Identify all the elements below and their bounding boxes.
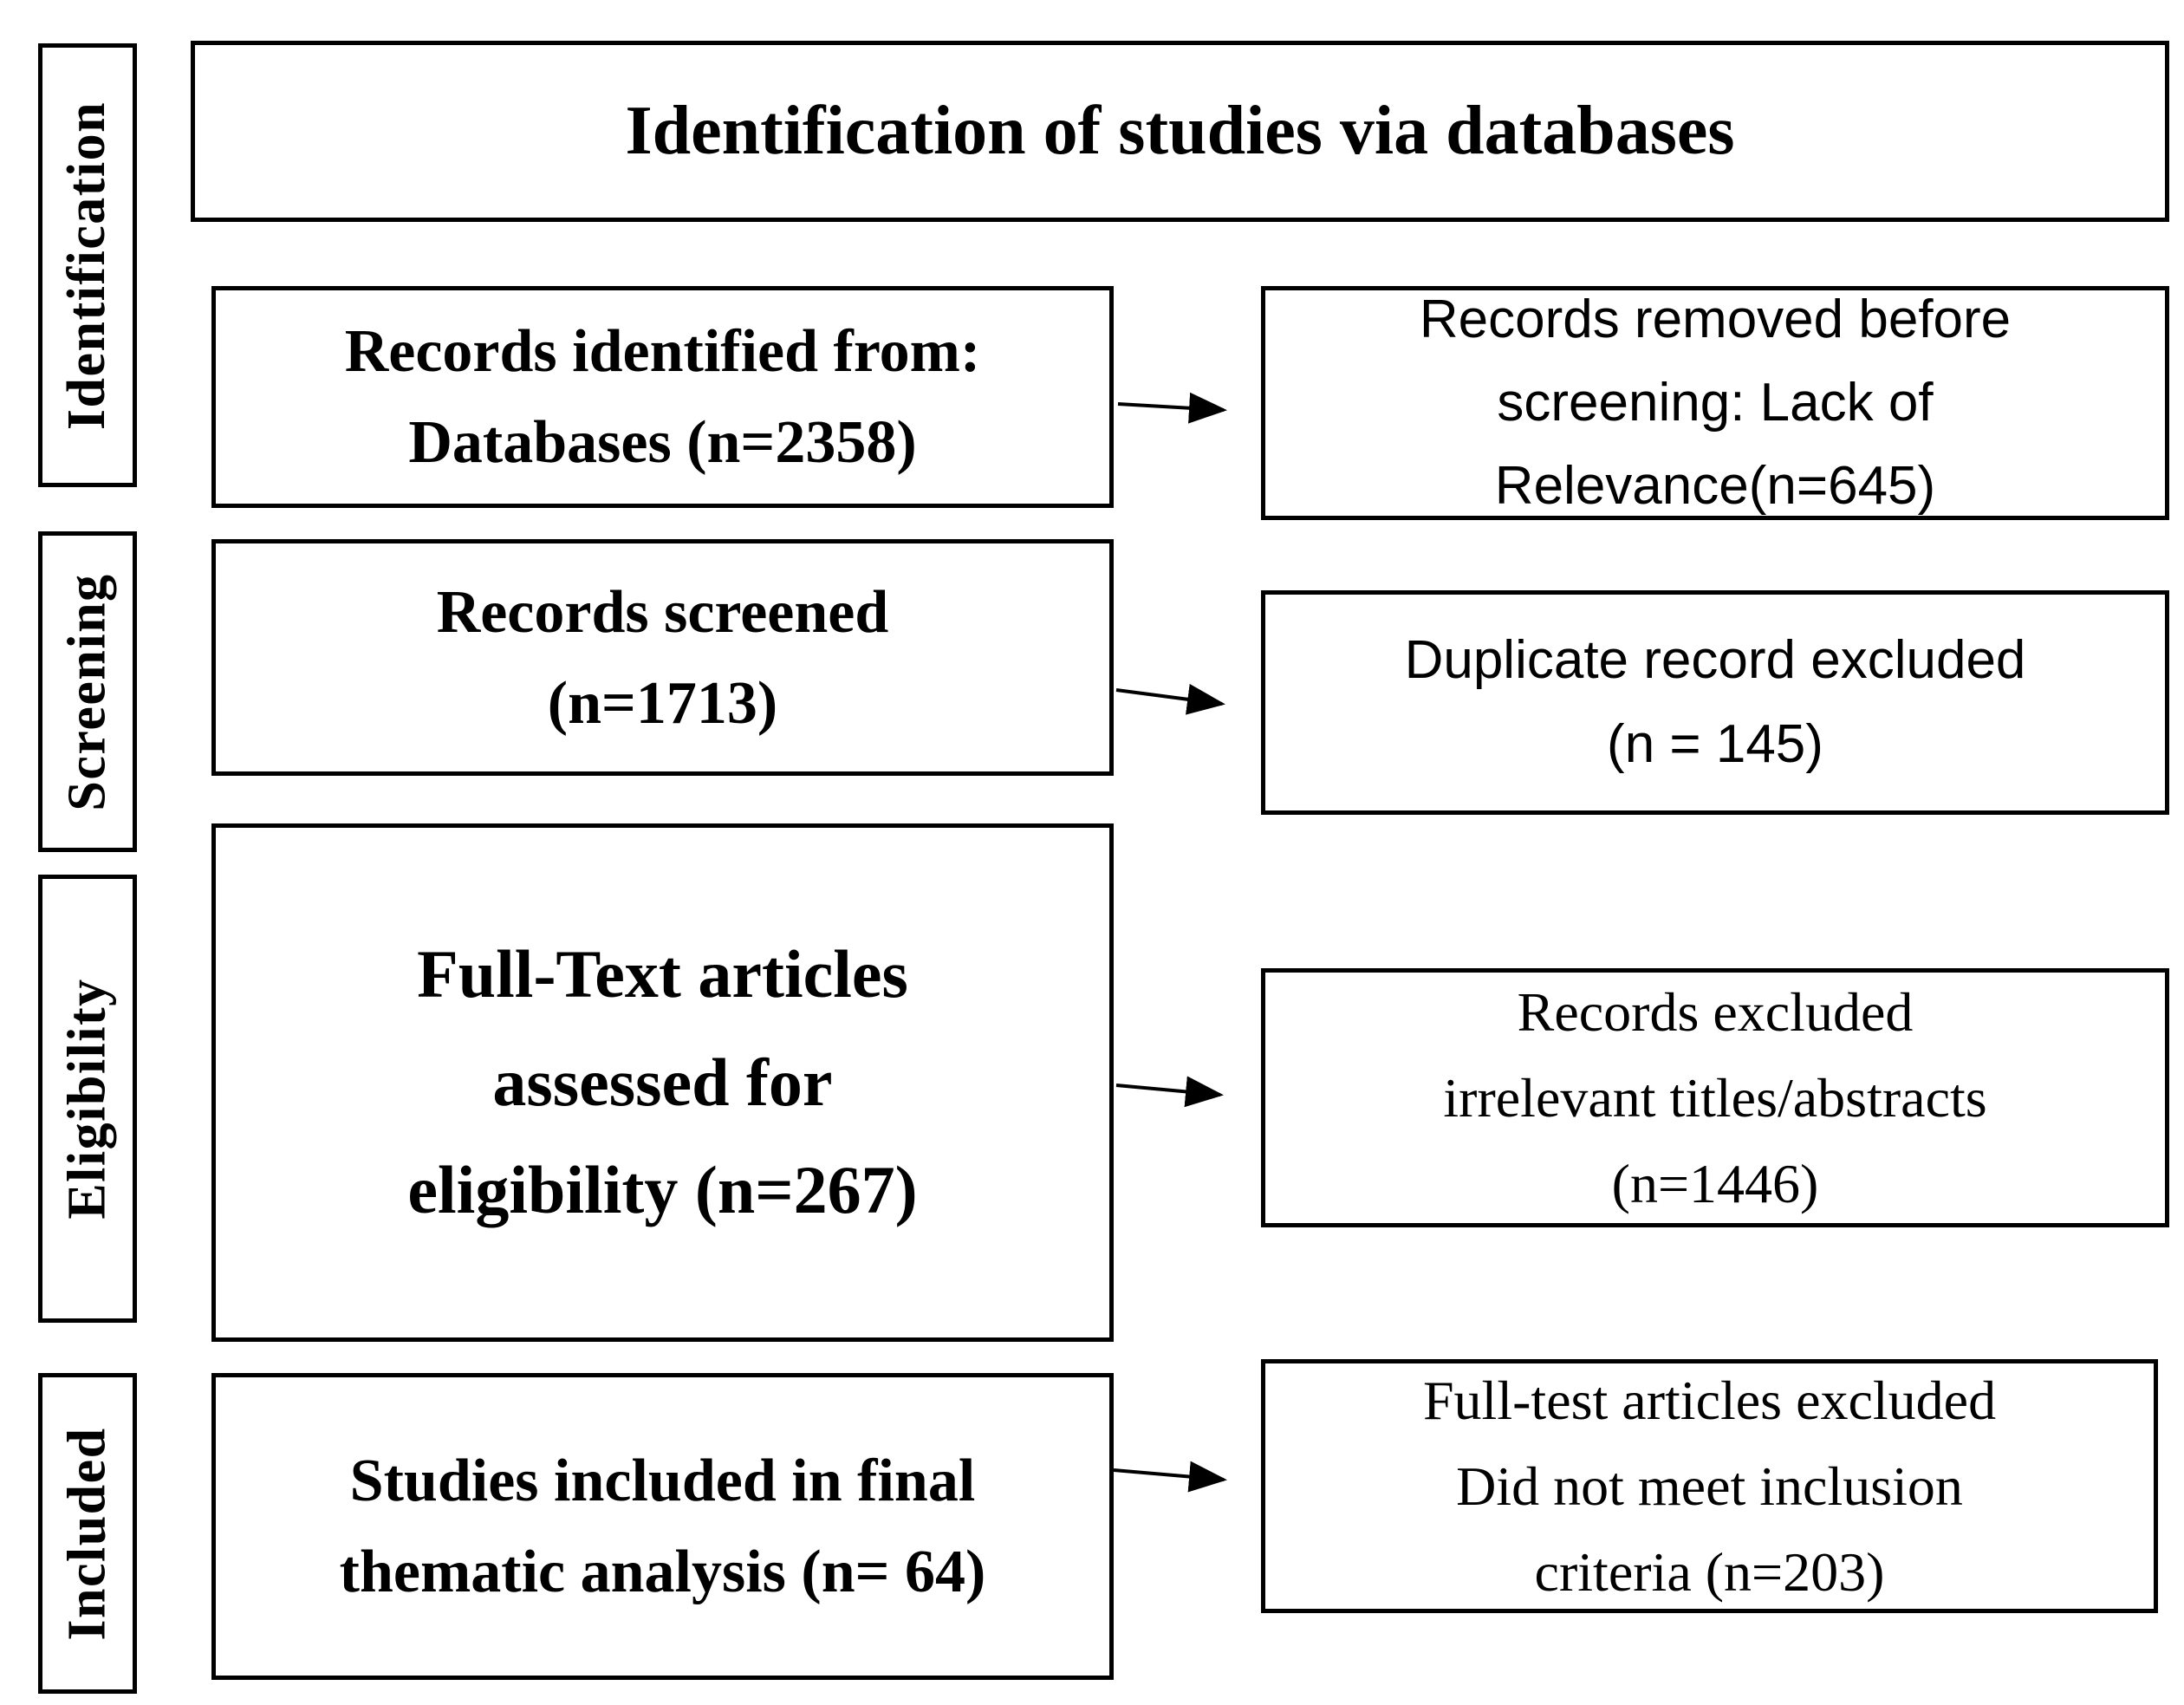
stage-box-included: Included	[38, 1373, 137, 1694]
box-records-identified: Records identified from: Databases (n=23…	[211, 286, 1114, 508]
box-fulltext-excluded: Full-test articles excluded Did not meet…	[1261, 1359, 2158, 1613]
arrow-screened-to-duplicates	[1115, 683, 1225, 715]
box-studies-included-text: Studies included in final thematic analy…	[339, 1448, 986, 1605]
diagram-title: Identification of studies via databases	[625, 93, 1735, 169]
stage-label-identification: Identification	[57, 101, 117, 430]
box-records-screened-text: Records screened (n=1713)	[436, 578, 889, 737]
box-duplicates-excluded: Duplicate record excluded (n = 145)	[1261, 590, 2169, 815]
box-duplicates-excluded-text: Duplicate record excluded (n = 145)	[1404, 630, 2026, 774]
box-records-excluded-text: Records excluded irrelevant titles/abstr…	[1443, 980, 1987, 1215]
arrow-included-to-notmeeting	[1113, 1461, 1227, 1493]
box-records-identified-text: Records identified from: Databases (n=23…	[344, 318, 981, 476]
box-fulltext-assessed-text: Full-Text articles assessed for eligibil…	[407, 935, 918, 1228]
box-fulltext-excluded-text: Full-test articles excluded Did not meet…	[1422, 1369, 1997, 1604]
box-fulltext-assessed: Full-Text articles assessed for eligibil…	[211, 823, 1114, 1342]
stage-box-screening: Screening	[38, 531, 137, 852]
stage-box-identification: Identification	[38, 43, 137, 487]
box-records-removed-text: Records removed before screening: Lack o…	[1419, 289, 2012, 517]
box-studies-included: Studies included in final thematic analy…	[211, 1373, 1114, 1680]
stage-label-screening: Screening	[57, 572, 117, 811]
box-records-excluded: Records excluded irrelevant titles/abstr…	[1261, 968, 2169, 1227]
arrow-fulltext-to-excluded	[1115, 1076, 1224, 1108]
stage-label-included: Included	[57, 1426, 117, 1641]
box-records-removed: Records removed before screening: Lack o…	[1261, 286, 2169, 520]
box-records-screened: Records screened (n=1713)	[211, 539, 1114, 776]
arrow-identified-to-removed	[1117, 392, 1227, 424]
diagram-title-box: Identification of studies via databases	[191, 41, 2169, 222]
stage-box-eligibility: Eligibility	[38, 875, 137, 1323]
stage-label-eligibility: Eligibility	[57, 978, 117, 1220]
